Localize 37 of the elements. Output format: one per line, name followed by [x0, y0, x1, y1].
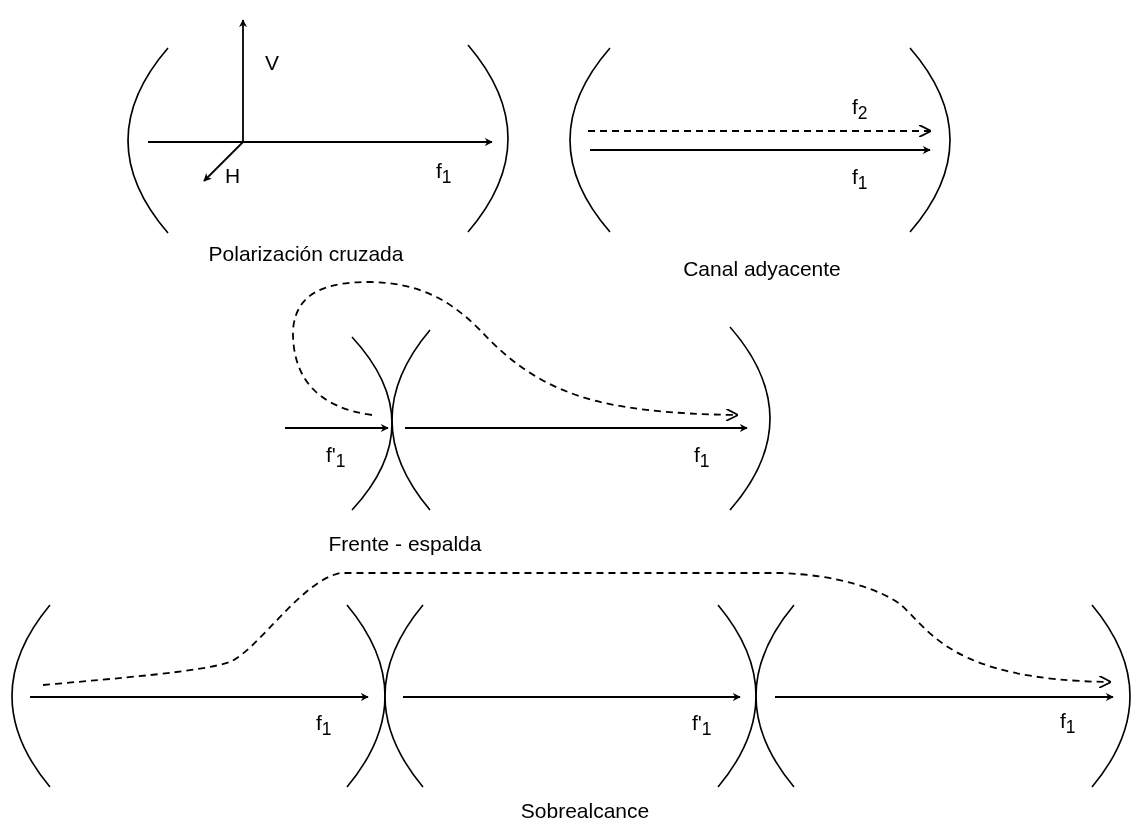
arrow [589, 146, 931, 154]
antenna-arc [10, 605, 52, 787]
caption: Frente - espalda [328, 533, 482, 554]
antenna-arc [350, 337, 394, 510]
edge-label: f$_{1}$ [436, 160, 452, 187]
arrow [774, 693, 1114, 701]
edge-label: f$_{1}$ [852, 166, 868, 193]
arrow [402, 693, 741, 701]
dashed-arrow [292, 281, 740, 422]
dashed-arrow [587, 124, 933, 138]
arrow [284, 424, 389, 432]
antenna-arc [728, 327, 772, 510]
antenna-arc [126, 48, 170, 233]
caption: Canal adyacente [683, 258, 841, 279]
antenna-arc [716, 605, 758, 787]
antenna-arc [908, 48, 952, 232]
arrow [404, 424, 748, 432]
arrow [29, 693, 369, 701]
edge-label: f$_{1}$ [1060, 710, 1076, 737]
caption: Sobrealcance [520, 800, 650, 821]
antenna-arc [568, 48, 612, 232]
edge-label: f$_{1}$ [694, 444, 710, 471]
antenna-arc [1090, 605, 1132, 787]
antenna-arc [390, 330, 432, 510]
axis-label: H [225, 165, 241, 186]
antenna-arc [466, 45, 510, 232]
antenna-arc [345, 605, 387, 787]
antenna-arc [383, 605, 425, 787]
caption: Polarización cruzada [208, 243, 404, 264]
edge-label: f'$_{1}$ [692, 712, 712, 739]
edge-label: f'$_{1}$ [326, 444, 346, 471]
edge-label: f$_{1}$ [316, 712, 332, 739]
axis-label: V [265, 52, 279, 73]
edge-label: f$_{2}$ [852, 96, 868, 123]
antenna-arc [754, 605, 796, 787]
arrow [147, 138, 493, 146]
dashed-arrow [42, 572, 1113, 689]
